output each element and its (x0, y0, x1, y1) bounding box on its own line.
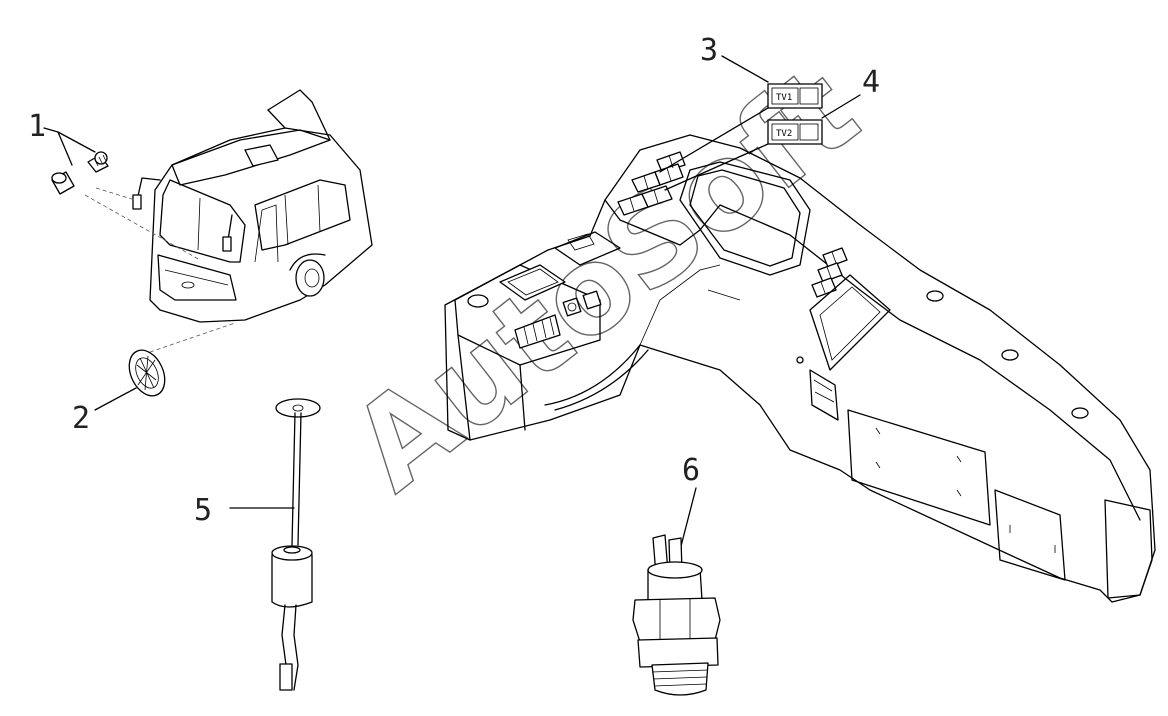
part-4-tv2-switch: 4 TV2 (664, 65, 880, 191)
callout-3: 3 (700, 33, 718, 68)
part-1-connectors: 1 (28, 109, 109, 195)
watermark-text: AutoSoft (327, 41, 883, 518)
tv2-label: TV2 (776, 129, 792, 139)
part-2-speaker: 2 (72, 349, 166, 436)
part-3-tv1-switch: 3 TV1 (659, 33, 823, 173)
callout-1: 1 (28, 109, 46, 144)
part-6-sensor: 6 (632, 453, 721, 696)
watermark: AutoSoft (327, 40, 884, 518)
callout-4: 4 (862, 65, 880, 100)
callout-5: 5 (194, 493, 212, 528)
part-5-probe: 5 (194, 398, 321, 691)
callout-2: 2 (72, 401, 90, 436)
bus-illustration (84, 89, 373, 353)
left-switch-cluster (617, 151, 686, 216)
dashboard-illustration (444, 134, 1156, 603)
callout-6: 6 (682, 453, 700, 488)
tv1-label: TV1 (776, 93, 792, 103)
right-switch-cluster (811, 247, 848, 298)
